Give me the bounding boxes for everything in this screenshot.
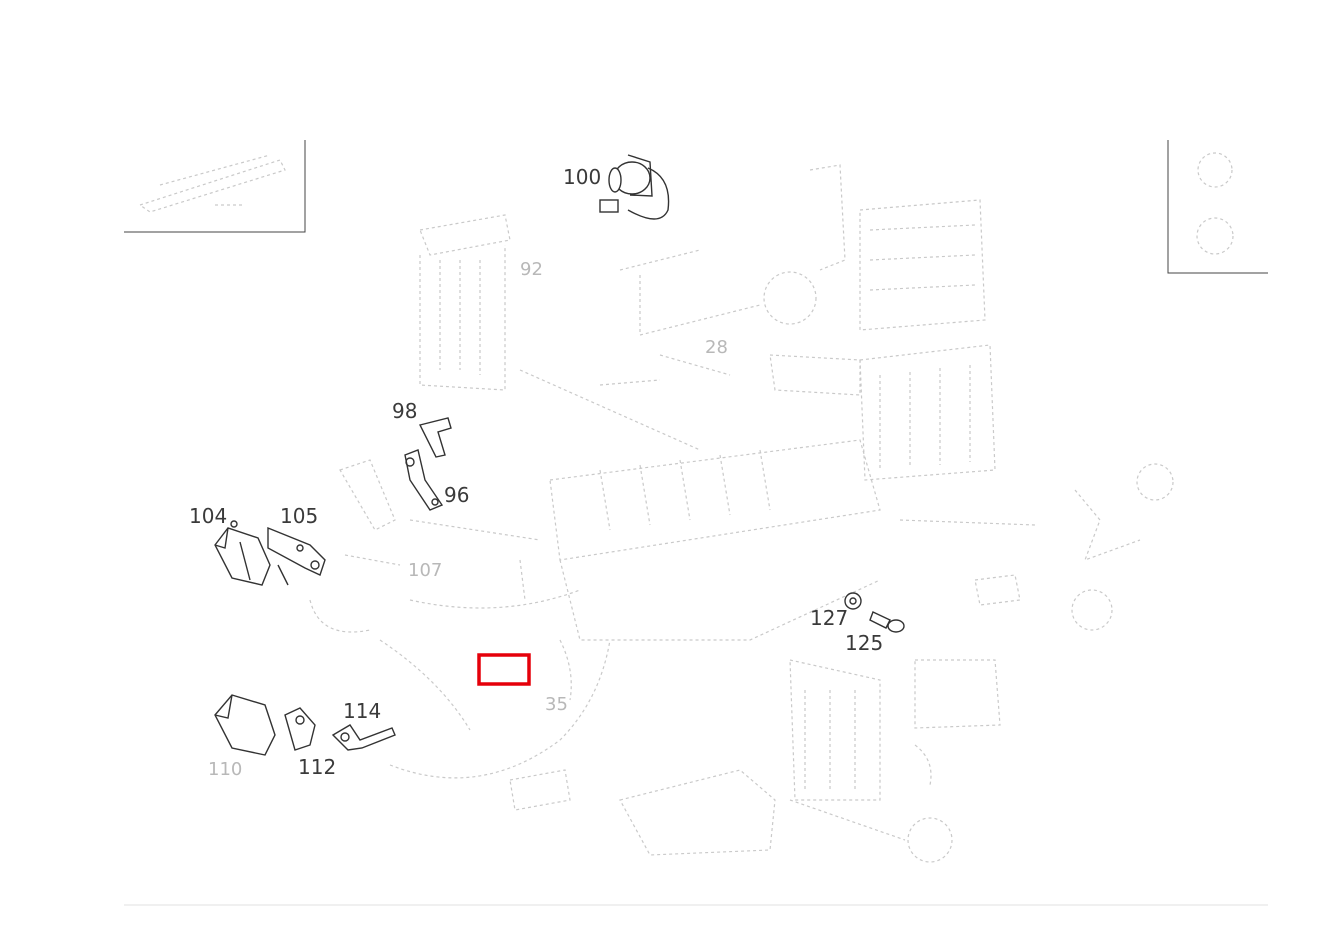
part-125-screw (869, 611, 905, 633)
label-105: 105 (280, 504, 318, 528)
label-96: 96 (444, 483, 469, 507)
part-105-lever (267, 526, 326, 586)
label-112: 112 (298, 755, 336, 779)
part-127-washer (844, 592, 862, 610)
label-faint-35: 35 (545, 694, 568, 715)
label-107: 107 (408, 560, 442, 581)
part-96-lever (404, 449, 444, 511)
part-100-motor (599, 154, 670, 220)
inset-top-right (1167, 140, 1268, 274)
part-112-actuator (214, 694, 316, 756)
label-104: 104 (189, 504, 227, 528)
part-104-actuator (214, 520, 271, 586)
part-114-lever (331, 724, 396, 751)
label-faint-110: 110 (208, 759, 242, 780)
label-100: 100 (563, 165, 601, 189)
label-faint-28: 28 (705, 337, 728, 358)
label-125: 125 (845, 631, 883, 655)
label-faint-92: 92 (520, 259, 543, 280)
inset-top-left (124, 140, 306, 233)
engine-block-ghost (309, 164, 1174, 863)
part-98-lever (418, 417, 452, 458)
label-114: 114 (343, 699, 381, 723)
label-127: 127 (810, 606, 848, 630)
part-labels: 100 98 96 104 105 107 114 112 127 125 (189, 165, 883, 779)
label-98: 98 (392, 399, 417, 423)
faint-labels: 92 110 28 35 (208, 259, 728, 780)
highlight-box (477, 653, 531, 686)
